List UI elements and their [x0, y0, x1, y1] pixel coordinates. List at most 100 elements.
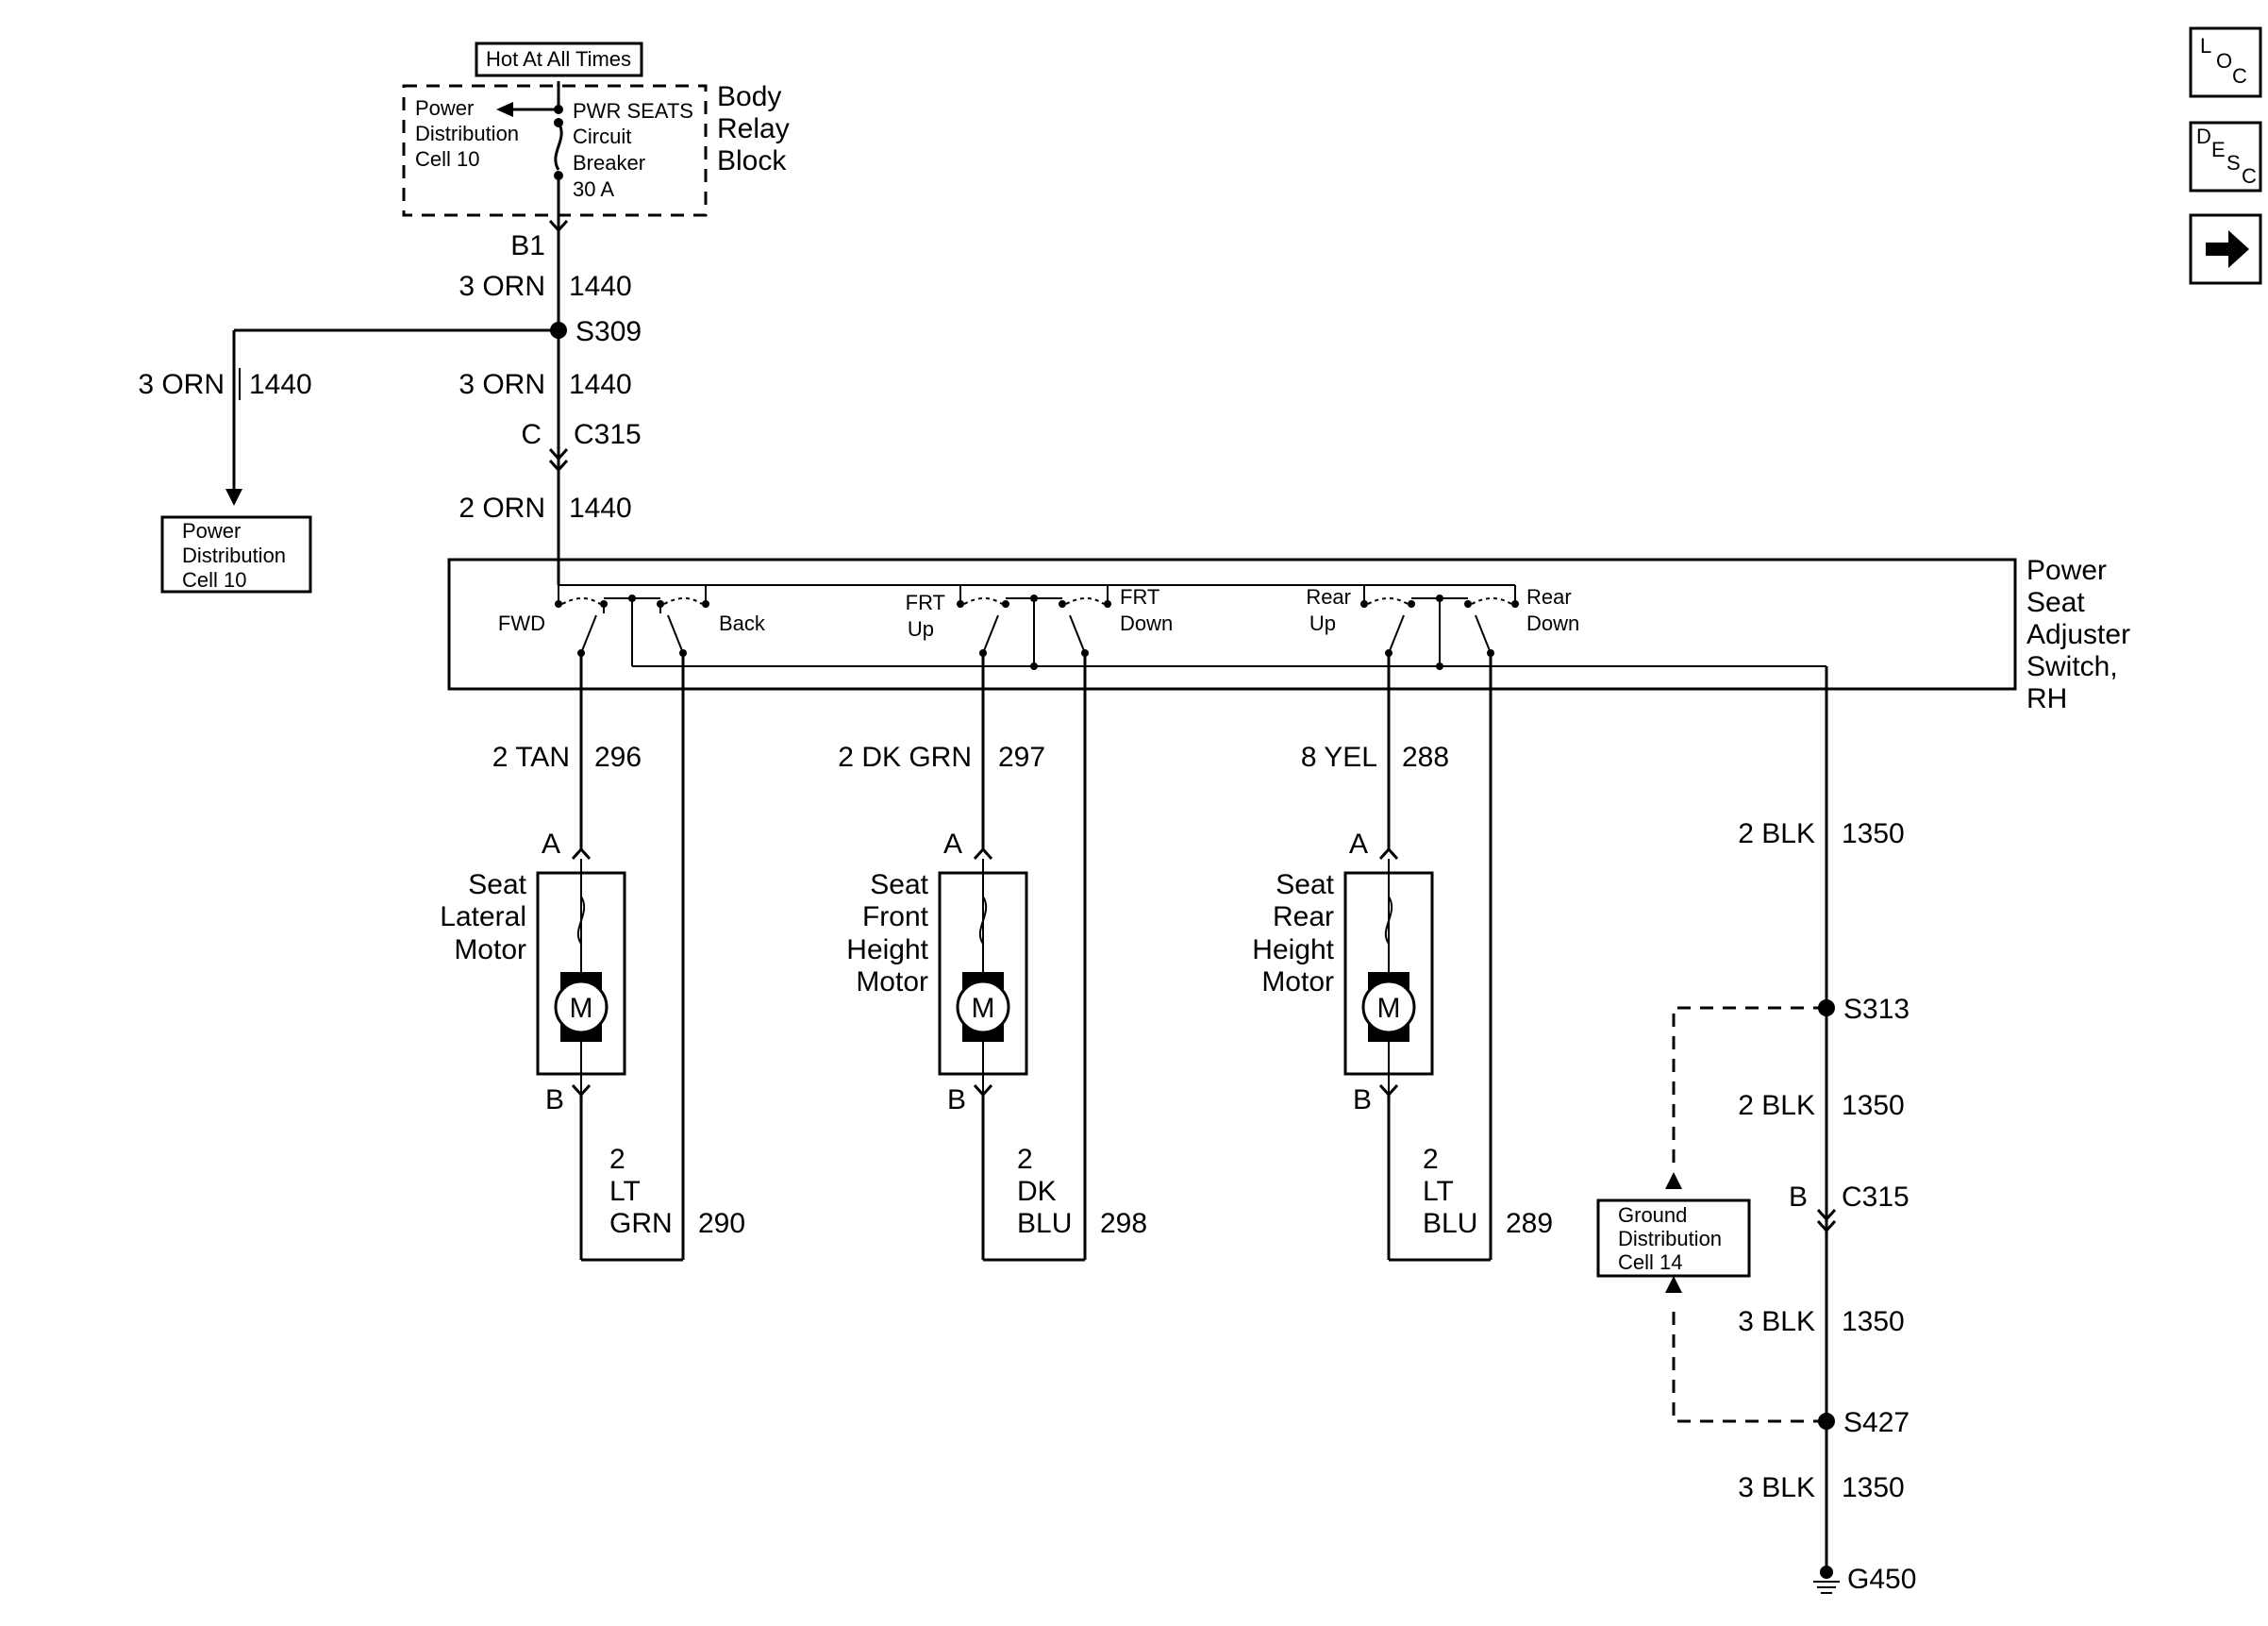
motor2-name-4: Motor: [856, 966, 928, 997]
motor-icon: [956, 980, 1010, 1034]
feed-wire3-circuit: 1440: [569, 493, 632, 524]
motor3-name-1: Seat: [1276, 869, 1334, 900]
motor3-top-color: 8 YEL: [1301, 742, 1377, 773]
motor3-name-2: Rear: [1273, 901, 1334, 932]
motor2-symbol: M: [972, 993, 995, 1024]
pdc-box-line-3: Cell 10: [182, 568, 246, 592]
ground-wire4-color: 3 BLK: [1738, 1472, 1815, 1503]
feed-wire3-color: 2 ORN: [459, 493, 545, 524]
motor3-ret-3: BLU: [1423, 1208, 1477, 1239]
ground-wire4-circuit: 1350: [1842, 1472, 1905, 1503]
motor2-name-1: Seat: [870, 869, 928, 900]
ground-point-label: G450: [1847, 1564, 1916, 1595]
gdc-line-3: Cell 14: [1618, 1250, 1682, 1274]
motor2-ret-1: 2: [1017, 1144, 1033, 1175]
ground-path: 2 BLK 1350 S313 2 BLK 1350 B C315 3 BLK …: [1596, 666, 1916, 1595]
switch-frt-down-1: FRT: [1120, 585, 1159, 609]
motor1-name-2: Lateral: [440, 901, 526, 932]
relay-block-line-2: Relay: [717, 113, 790, 144]
switch-rear-down-1: Rear: [1526, 585, 1572, 609]
motor2-pin-b: B: [947, 1084, 966, 1115]
switch-name-line-5: RH: [2026, 683, 2067, 714]
feed-connector-pin: C: [521, 419, 542, 450]
breaker-line-2: Circuit: [573, 125, 631, 148]
switch-name-line-4: Switch,: [2026, 651, 2118, 682]
switch-name-line-2: Seat: [2026, 587, 2085, 618]
ground-connector-name: C315: [1842, 1182, 1909, 1213]
arrow-down-icon: [225, 489, 242, 506]
loc-letter-2: O: [2216, 49, 2232, 73]
loc-button[interactable]: L O C: [2189, 26, 2262, 98]
motor3-ret-2: LT: [1423, 1176, 1454, 1207]
motor3-name-3: Height: [1252, 934, 1334, 965]
pdc-line-2: Distribution: [415, 122, 519, 145]
switch-rear-up-2: Up: [1309, 612, 1336, 635]
feed-wire1-circuit: 1440: [569, 271, 632, 302]
motor2-ret-2: DK: [1017, 1176, 1057, 1207]
motor1-ret-1: 2: [609, 1144, 625, 1175]
terminal-b1: B1: [510, 230, 545, 261]
switch-back: Back: [719, 612, 766, 635]
motor1-symbol: M: [570, 993, 593, 1024]
gdc-line-2: Distribution: [1618, 1227, 1722, 1250]
pdc-line-1: Power: [415, 96, 474, 120]
motor1-name-1: Seat: [468, 869, 526, 900]
splice-s309-label: S309: [575, 316, 642, 347]
motor2-pin-a: A: [943, 829, 962, 860]
feed-wire1-color: 3 ORN: [459, 271, 545, 302]
switch-name-line-3: Adjuster: [2026, 619, 2130, 650]
desc-button[interactable]: D E S C: [2189, 121, 2262, 193]
desc-letter-1: D: [2196, 125, 2211, 148]
desc-letter-3: S: [2226, 151, 2241, 175]
ground-distribution-box: [1596, 1199, 1751, 1278]
motor1-pin-a: A: [542, 829, 560, 860]
motor3-top-circuit: 288: [1402, 742, 1449, 773]
motor2-name-3: Height: [846, 934, 928, 965]
motor1-top-color: 2 TAN: [492, 742, 570, 773]
ground-wire3-color: 3 BLK: [1738, 1306, 1815, 1337]
ground-connector-pin: B: [1789, 1182, 1808, 1213]
feed-connector-name: C315: [574, 419, 642, 450]
motor2-ret-circuit: 298: [1100, 1208, 1147, 1239]
motor2-top-circuit: 297: [998, 742, 1045, 773]
power-seat-switch: Power Seat Adjuster Switch, RH FWD Back: [447, 555, 2130, 714]
splice-s427-label: S427: [1843, 1407, 1909, 1438]
motor3-symbol: M: [1377, 993, 1401, 1024]
loc-letter-3: C: [2232, 64, 2247, 88]
next-button[interactable]: [2189, 213, 2262, 285]
motor3-pin-a: A: [1349, 829, 1368, 860]
motor-rear-height: 8 YEL 288 A M Seat Rear Height Motor B 2…: [1252, 653, 1553, 1262]
switch-frt-up-1: FRT: [906, 591, 945, 614]
ground-wire3-circuit: 1350: [1842, 1306, 1905, 1337]
hot-label: Hot At All Times: [486, 47, 631, 71]
motor2-top-color: 2 DK GRN: [838, 742, 972, 773]
switch-rear-up-1: Rear: [1306, 585, 1351, 609]
motor-front-height: 2 DK GRN 297 A M Seat Front Height Motor…: [838, 653, 1147, 1262]
motor3-ret-circuit: 289: [1506, 1208, 1553, 1239]
ground-wire2-circuit: 1350: [1842, 1090, 1905, 1121]
relay-block-line-1: Body: [717, 81, 781, 112]
motor2-ret-3: BLU: [1017, 1208, 1072, 1239]
branch-wire-circuit: 1440: [249, 369, 312, 400]
motor1-ret-2: LT: [609, 1176, 641, 1207]
body-relay-block: Power Distribution Cell 10 PWR SEATS Cir…: [402, 81, 790, 217]
switch-frt-down-2: Down: [1120, 612, 1173, 635]
motor2-name-2: Front: [862, 901, 929, 932]
motor3-ret-1: 2: [1423, 1144, 1439, 1175]
desc-letter-2: E: [2211, 138, 2226, 161]
ground-wire2-color: 2 BLK: [1738, 1090, 1815, 1121]
switch-name-line-1: Power: [2026, 555, 2107, 586]
arrow-right-icon: [2206, 230, 2249, 268]
motor1-ret-3: GRN: [609, 1208, 673, 1239]
splice-s313-label: S313: [1843, 994, 1909, 1025]
arrow-left-icon: [496, 102, 513, 117]
circuit-breaker-icon: [554, 122, 563, 171]
gdc-line-1: Ground: [1618, 1203, 1687, 1227]
pdc-cell10-box: Power Distribution Cell 10: [160, 515, 312, 594]
switch-frt-up-2: Up: [908, 617, 934, 641]
pdc-box-line-1: Power: [182, 519, 241, 543]
feed-wire2-circuit: 1440: [569, 369, 632, 400]
connector-c315-symbol: [548, 447, 569, 461]
motor3-pin-b: B: [1353, 1084, 1372, 1115]
